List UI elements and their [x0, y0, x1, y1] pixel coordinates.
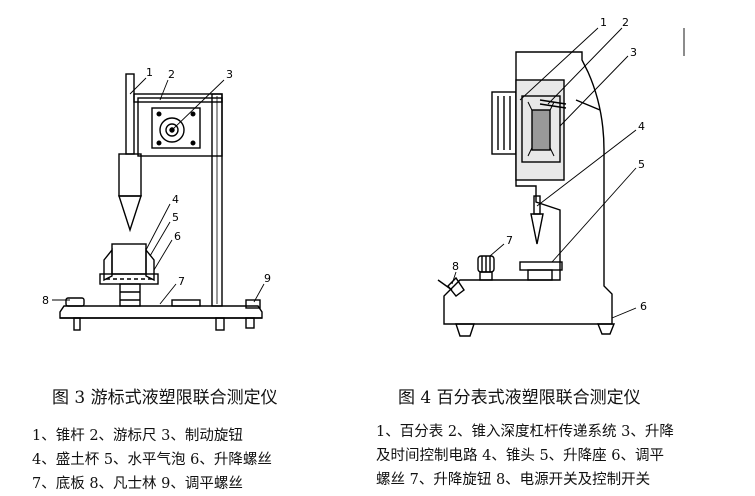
- cone-tip: [118, 195, 142, 233]
- main-housing: [443, 51, 613, 325]
- fig3-caption: 图 3 游标式液塑限联合测定仪: [52, 388, 278, 408]
- fig3-callout: 9: [264, 272, 271, 285]
- fig4-callout: 3: [630, 46, 637, 59]
- fig4-callout: 5: [638, 158, 645, 171]
- fig4-callout: 1: [600, 16, 607, 29]
- level-bubble: [65, 297, 85, 307]
- fig4-drawing: [437, 27, 685, 337]
- brake-knob: [159, 117, 185, 143]
- fig3-callout: 4: [172, 193, 179, 206]
- cone-head: [530, 213, 544, 245]
- cone-rod: [125, 73, 135, 155]
- cone-body: [118, 153, 142, 197]
- fig3-callout: 1: [146, 66, 153, 79]
- fig4-caption: 图 4 百分表式液塑限联合测定仪: [398, 388, 641, 408]
- lifting-seat: [519, 261, 563, 271]
- fig3-callout: 6: [174, 230, 181, 243]
- fig4-callout: 8: [452, 260, 459, 273]
- fig3-callout: 8: [42, 294, 49, 307]
- fig3-legend-line: 1、锥杆 2、游标尺 3、制动旋钮: [32, 428, 243, 444]
- soil-cup: [111, 243, 147, 275]
- fig3-legend-line: 4、盛土杯 5、水平气泡 6、升降螺丝: [32, 452, 272, 468]
- fig4-legend-line: 及时间控制电路 4、锥头 5、升降座 6、调平: [376, 448, 665, 464]
- fig4-callout: 7: [506, 234, 513, 247]
- fig4-callout: 6: [640, 300, 647, 313]
- fig3-legend: 1、锥杆 2、游标尺 3、制动旋钮 4、盛土杯 5、水平气泡 6、升降螺丝 7、…: [32, 424, 272, 496]
- fig4-legend-line: 螺丝 7、升降旋钮 8、电源开关及控制开关: [376, 472, 651, 488]
- leveling-foot: [455, 323, 475, 337]
- fig4-legend: 1、百分表 2、锥入深度杠杆传递系统 3、升降 及时间控制电路 4、锥头 5、升…: [376, 420, 674, 492]
- fig4-callout: 2: [622, 16, 629, 29]
- fig4-legend-line: 1、百分表 2、锥入深度杠杆传递系统 3、升降: [376, 424, 674, 440]
- fig3-callout: 3: [226, 68, 233, 81]
- fig3-callout: 2: [168, 68, 175, 81]
- fig3-callout: 7: [178, 275, 185, 288]
- fig3-legend-line: 7、底板 8、凡士林 9、调平螺丝: [32, 476, 243, 492]
- fig3-callout: 5: [172, 211, 179, 224]
- base-plate: [59, 305, 263, 319]
- fig4-callout: 4: [638, 120, 645, 133]
- fig3-drawing: [52, 73, 265, 331]
- leveling-screw: [245, 317, 255, 329]
